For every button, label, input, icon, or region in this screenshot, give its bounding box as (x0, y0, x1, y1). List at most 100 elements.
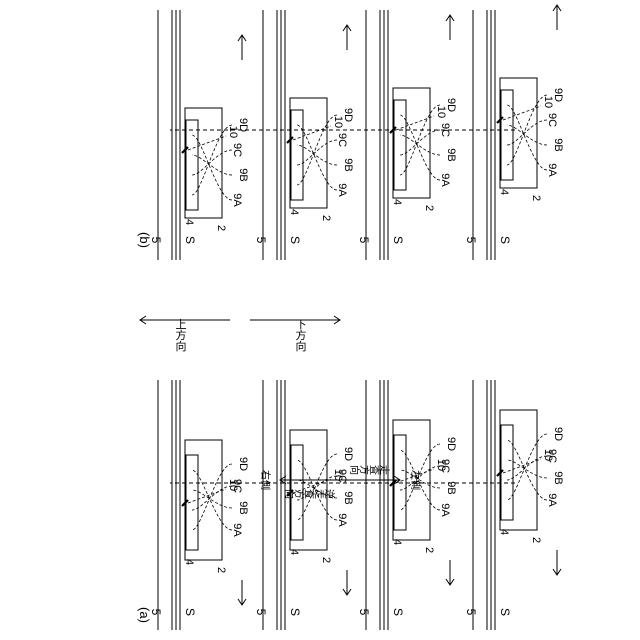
row-a-3: S59A9B9C9D2410 (254, 380, 354, 630)
rail-label: 5 (149, 609, 163, 616)
label-window: 4 (183, 219, 195, 225)
label-9A: 9A (231, 193, 243, 207)
move-arrow-down (343, 570, 351, 595)
label-9D: 9D (342, 447, 354, 461)
housing-2 (500, 410, 537, 530)
sheet-label: S (183, 236, 197, 244)
panel-a: (a)S59A9B9C9D2410S59A9B9C9D2410S59A9B9C9… (137, 380, 564, 630)
sensor-leader (188, 489, 226, 503)
move-arrow-up (238, 35, 246, 60)
rail-label: 5 (464, 237, 478, 244)
label-sensor: 10 (227, 126, 239, 138)
label-9B: 9B (552, 138, 564, 151)
label-9A: 9A (336, 183, 348, 197)
sensor-leader (293, 126, 331, 140)
sheet-label: S (498, 608, 512, 616)
legend-right: 右側 (259, 470, 272, 490)
label-9C: 9C (439, 123, 451, 137)
rail-label: 5 (149, 237, 163, 244)
label-9D: 9D (237, 457, 249, 471)
label-window: 4 (288, 549, 300, 555)
row-a-4: S59A9B9C9D2410 (149, 380, 249, 630)
legend-reverse-scan: 逆走査方向 (285, 487, 336, 499)
label-housing: 2 (215, 567, 227, 573)
label-housing: 2 (215, 225, 227, 231)
row-b-1: S59A9B9C9D2410 (464, 5, 564, 260)
label-9A: 9A (231, 523, 243, 537)
label-9D: 9D (445, 437, 457, 451)
rail-label: 5 (254, 237, 268, 244)
housing-2 (500, 78, 537, 188)
label-9B: 9B (552, 471, 564, 484)
label-9D: 9D (552, 427, 564, 441)
label-sensor: 10 (542, 449, 554, 461)
sensor-leader (503, 459, 541, 473)
label-sensor: 10 (435, 459, 447, 471)
label-9B: 9B (445, 148, 457, 161)
label-sensor: 10 (227, 479, 239, 491)
legend-scan: 走査方向 (350, 463, 390, 475)
row-b-3: S59A9B9C9D2410 (254, 10, 354, 260)
move-arrow-up (446, 15, 454, 40)
sheet-label: S (288, 608, 302, 616)
label-housing: 2 (530, 195, 542, 201)
sheet-label: S (498, 236, 512, 244)
label-sensor: 10 (542, 96, 554, 108)
sheet-label: S (391, 236, 405, 244)
sheet-label: S (391, 608, 405, 616)
window-4 (291, 110, 303, 200)
rail-label: 5 (464, 609, 478, 616)
rail-label: 5 (357, 237, 371, 244)
window-4 (186, 120, 198, 210)
window-4 (186, 455, 198, 550)
label-window: 4 (288, 209, 300, 215)
window-4 (501, 425, 513, 520)
label-9A: 9A (546, 493, 558, 507)
label-9C: 9C (336, 133, 348, 147)
sheet-label: S (288, 236, 302, 244)
rail-label: 5 (254, 609, 268, 616)
housing-2 (185, 108, 222, 218)
move-arrow-down (446, 560, 454, 585)
panel-b: (b)S59A9B9C9D2410S59A9B9C9D2410S59A9B9C9… (137, 5, 564, 260)
label-housing: 2 (320, 557, 332, 563)
move-arrow-down (553, 550, 561, 575)
label-housing: 2 (320, 215, 332, 221)
label-window: 4 (498, 529, 510, 535)
label-9A: 9A (546, 163, 558, 177)
sheet-label: S (183, 608, 197, 616)
label-window: 4 (498, 189, 510, 195)
window-4 (394, 100, 406, 190)
label-housing: 2 (423, 205, 435, 211)
housing-2 (393, 88, 430, 198)
label-9B: 9B (445, 481, 457, 494)
row-a-1: S59A9B9C9D2410 (464, 380, 564, 630)
window-4 (501, 90, 513, 180)
legend-down: 下方向 (294, 319, 307, 352)
housing-2 (290, 98, 327, 208)
label-9A: 9A (439, 173, 451, 187)
label-9B: 9B (342, 158, 354, 171)
label-9B: 9B (237, 168, 249, 181)
move-arrow-down (238, 580, 246, 605)
label-9A: 9A (439, 503, 451, 517)
label-9B: 9B (237, 501, 249, 514)
label-9C: 9C (231, 143, 243, 157)
label-window: 4 (183, 559, 195, 565)
label-sensor: 10 (332, 469, 344, 481)
legend-left: 左側 (409, 470, 422, 490)
row-b-4: S59A9B9C9D2410 (149, 10, 249, 260)
legend-up: 上方向 (174, 318, 187, 351)
label-sensor: 10 (435, 106, 447, 118)
label-window: 4 (391, 539, 403, 545)
label-sensor: 10 (332, 116, 344, 128)
sensor-leader (396, 116, 434, 130)
housing-2 (185, 440, 222, 560)
move-arrow-up (553, 5, 561, 30)
rail-label: 5 (357, 609, 371, 616)
label-housing: 2 (530, 537, 542, 543)
move-arrow-up (343, 25, 351, 50)
sensor-leader (188, 136, 226, 150)
label-window: 4 (391, 199, 403, 205)
